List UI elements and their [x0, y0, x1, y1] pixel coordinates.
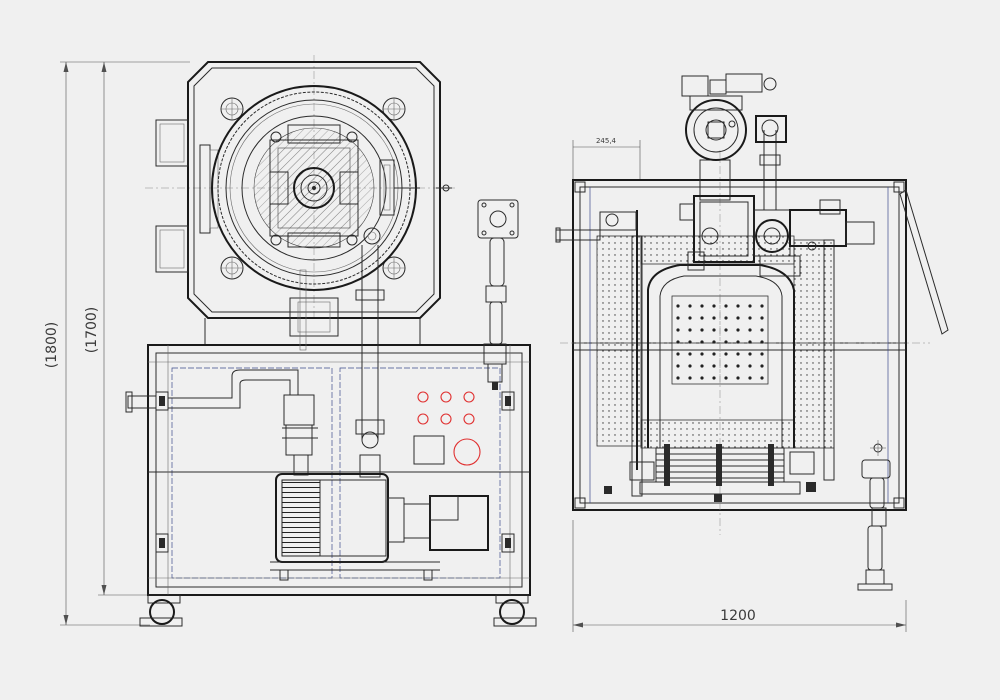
front-piping [168, 245, 385, 478]
top-manifold [679, 73, 875, 277]
control-panel [413, 391, 481, 466]
width-label: 1200 [720, 608, 756, 624]
heater-rack [604, 444, 816, 502]
dimension-width: 1200 [572, 520, 907, 632]
monitor-arm-side [857, 440, 893, 591]
front-view [125, 55, 537, 627]
dimension-small-offset: 245,4 [572, 137, 641, 180]
side-view: 1200 245,4 [555, 73, 949, 632]
overall-height-label: (1800) [44, 322, 60, 369]
vacuum-pump [270, 473, 489, 581]
monitor-arm-front [477, 199, 519, 390]
dimension-body-height: (1700) [84, 62, 150, 596]
dimension-overall-height: (1800) [44, 61, 190, 626]
chamber-door [211, 85, 420, 291]
corner-bolts [220, 97, 406, 280]
small-offset-label: 245,4 [596, 137, 617, 145]
front-cabinet [125, 344, 531, 596]
casters-front [139, 594, 537, 627]
body-height-label: (1700) [84, 307, 100, 354]
